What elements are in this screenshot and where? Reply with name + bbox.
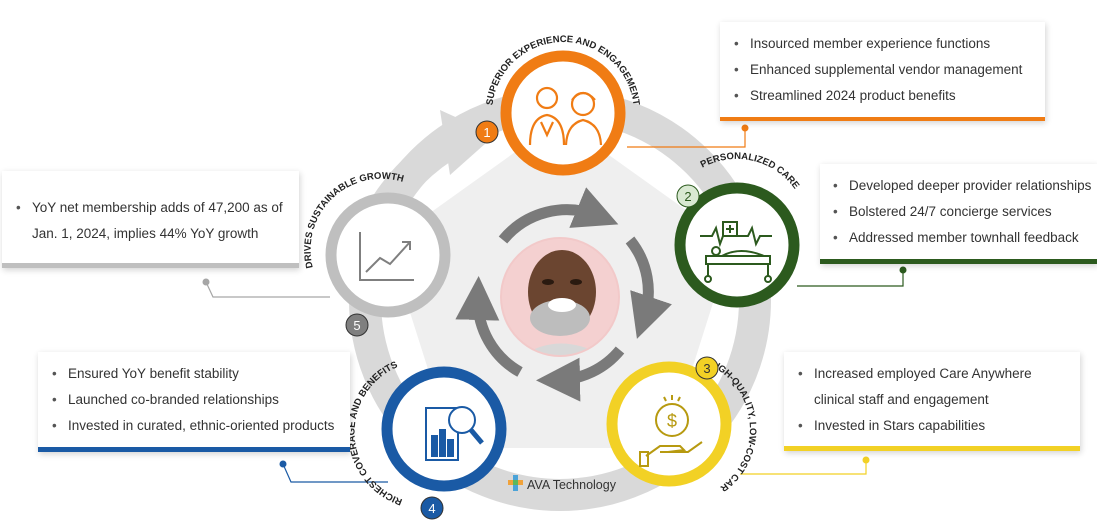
svg-text:$: $ [667, 411, 677, 431]
list-item: Developed deeper provider relationships [831, 173, 1097, 199]
list-item: Increased employed Care Anywhere clinica… [796, 361, 1051, 413]
svg-text:AVA Technology: AVA Technology [527, 478, 617, 492]
seniors-icon [528, 86, 603, 146]
list-item: Ensured YoY benefit stability [50, 361, 350, 387]
pillar-5-number-badge: 5 [345, 313, 369, 337]
pillar-1-number-badge: 1 [475, 120, 499, 144]
pillar-2-number-badge: 2 [676, 184, 700, 208]
svg-text:1: 1 [483, 125, 490, 140]
list-item: Invested in curated, ethnic-oriented pro… [50, 413, 350, 439]
list-item: Bolstered 24/7 concierge services [831, 199, 1097, 225]
pillar-2-card: Developed deeper provider relationships … [820, 164, 1097, 264]
pillar-2-circle [674, 182, 800, 308]
pillar-4-card: Ensured YoY benefit stability Launched c… [38, 352, 350, 452]
list-item: Enhanced supplemental vendor management [732, 57, 1045, 83]
inner-cycle-arrows [455, 187, 672, 402]
svg-text:3: 3 [703, 361, 710, 376]
plus-cross-icon [508, 475, 523, 491]
pillar-5-circle [325, 192, 451, 318]
pillar-5-card: YoY net membership adds of 47,200 as of … [2, 171, 299, 268]
svg-text:5: 5 [353, 318, 360, 333]
pillar-1-card: Insourced member experience functions En… [720, 22, 1045, 121]
svg-text:4: 4 [428, 501, 435, 516]
svg-text:2: 2 [684, 189, 691, 204]
magnifier-chart-icon [425, 406, 484, 461]
pillar-3-number-badge: 3 [695, 356, 719, 380]
pillar-4-number-badge: 4 [420, 496, 444, 520]
dollar-hand-icon: $ [639, 395, 703, 467]
hospital-bed-icon [700, 221, 772, 283]
list-item: Invested in Stars capabilities [796, 413, 1051, 439]
pillar-3-circle: $ [606, 361, 732, 487]
pillar-3-card: Increased employed Care Anywhere clinica… [784, 352, 1080, 451]
list-item: YoY net membership adds of 47,200 as of … [14, 195, 286, 247]
growth-chart-icon [359, 232, 414, 281]
list-item: Insourced member experience functions [732, 31, 1045, 57]
connector-lines [202, 124, 907, 483]
list-item: Launched co-branded relationships [50, 387, 350, 413]
ava-technology-logo: AVA Technology [508, 475, 617, 492]
list-item: Addressed member townhall feedback [831, 225, 1097, 251]
pillar-4-circle [381, 366, 507, 492]
outer-cycle-arrowhead [440, 110, 495, 175]
center-portrait [500, 237, 620, 357]
pillar-1-circle [500, 50, 626, 176]
list-item: Streamlined 2024 product benefits [732, 83, 1045, 109]
